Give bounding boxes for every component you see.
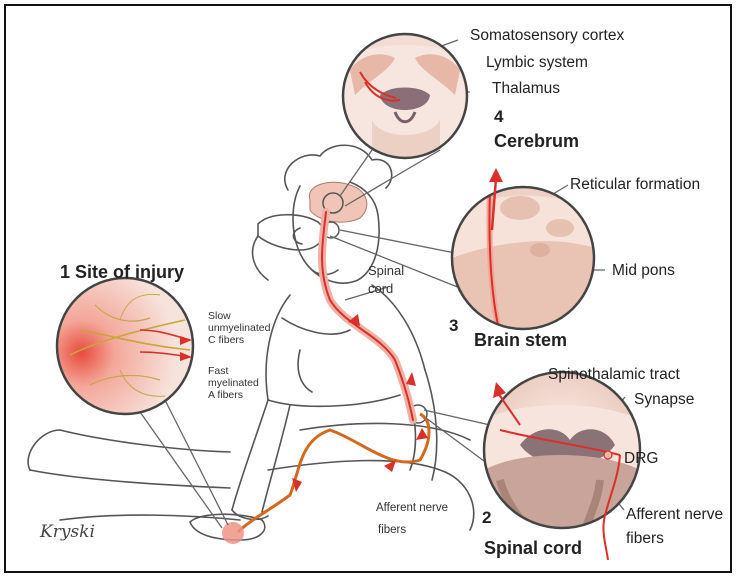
label-mid-pons: Mid pons [612, 262, 675, 280]
label-afferent-nerve-fibers-center: Afferent nerve fibers [376, 497, 448, 541]
label-fast-fibers: Fast myelinated A fibers [208, 365, 259, 401]
cerebrum-number: 4 [494, 107, 503, 127]
fast-fibers-line-3: A fibers [208, 389, 259, 401]
label-reticular-formation: Reticular formation [570, 176, 700, 194]
label-slow-fibers: Slow unmyelinated C fibers [208, 310, 270, 346]
spinal-cord-line-2: cord [368, 280, 404, 298]
slow-fibers-line-3: C fibers [208, 334, 270, 346]
label-somatosensory-cortex: Somatosensory cortex [470, 27, 624, 45]
brainstem-title: Brain stem [474, 330, 567, 351]
site-of-injury-title: 1 Site of injury [60, 262, 184, 283]
slow-fibers-line-2: unmyelinated [208, 322, 270, 334]
label-thalamus: Thalamus [492, 80, 560, 98]
afferent-center-line-1: Afferent nerve [376, 497, 448, 519]
afferent-right-line-1: Afferent nerve [626, 503, 723, 527]
spinal-cord-title: Spinal cord [484, 538, 582, 559]
afferent-right-line-2: fibers [626, 527, 723, 551]
label-drg: DRG [624, 450, 658, 468]
label-lymbic-system: Lymbic system [486, 54, 588, 72]
spinal-cord-line-1: Spinal [368, 262, 404, 280]
label-spinothalamic-tract: Spinothalamic tract [548, 366, 680, 384]
label-synapse: Synapse [634, 391, 694, 409]
slow-fibers-line-1: Slow [208, 310, 270, 322]
label-spinal-cord-body: Spinal cord [368, 262, 404, 298]
afferent-center-line-2: fibers [376, 519, 448, 541]
fast-fibers-line-1: Fast [208, 365, 259, 377]
artist-signature: Kryski [40, 522, 95, 542]
label-afferent-nerve-fibers-right: Afferent nerve fibers [626, 503, 723, 551]
cerebrum-title: Cerebrum [494, 131, 579, 152]
spinal-cord-number: 2 [482, 508, 491, 528]
brainstem-number: 3 [449, 316, 458, 336]
fast-fibers-line-2: myelinated [208, 377, 259, 389]
